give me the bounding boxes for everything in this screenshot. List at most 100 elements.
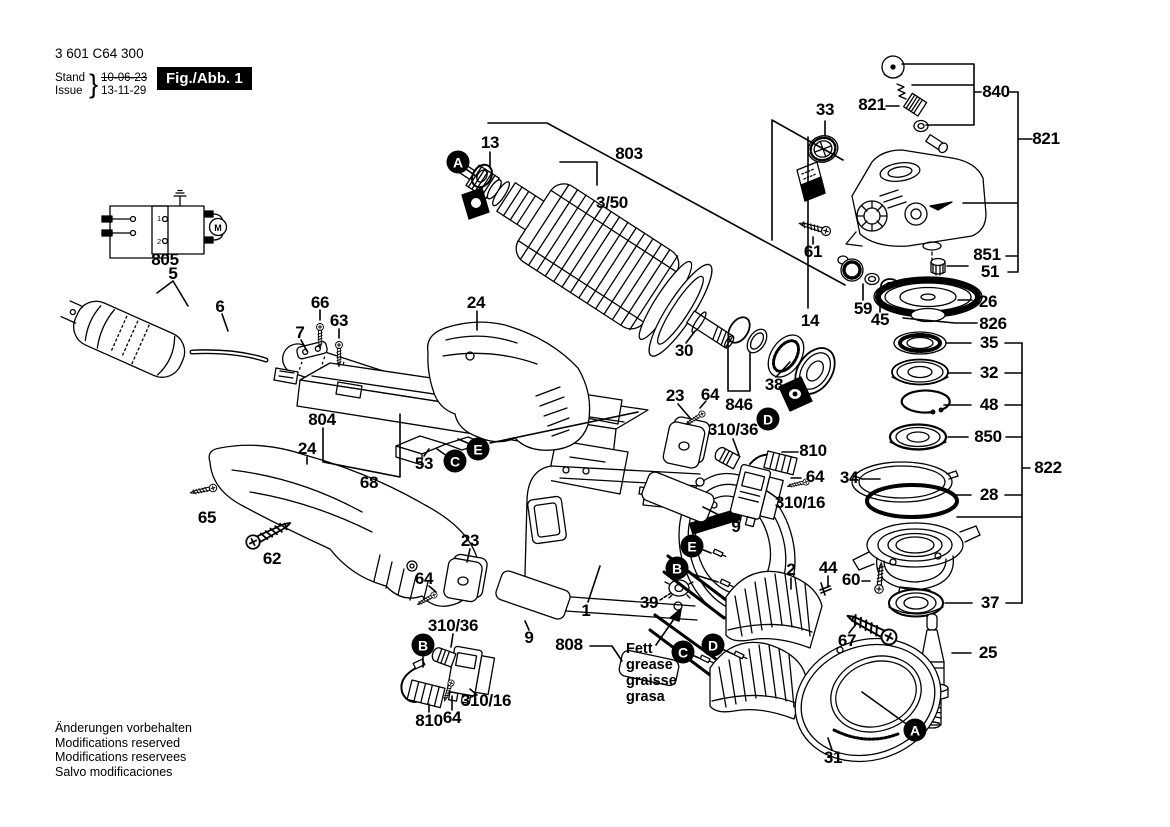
armature xyxy=(455,161,735,357)
part-label-1: 1 xyxy=(581,601,591,620)
title-block: 3 601 C64 300 Stand Issue } 10-06-23 13-… xyxy=(55,46,147,100)
part-label-35: 35 xyxy=(979,333,999,352)
part-label-37: 37 xyxy=(980,593,1000,612)
rights-line-fr: Modifications reservees xyxy=(55,750,187,764)
part-label-810: 810 xyxy=(799,441,827,460)
stand-label: Stand xyxy=(55,71,86,84)
part-label-64: 64 xyxy=(414,569,434,588)
callout-letter-A: A xyxy=(446,150,470,174)
part-label-53: 53 xyxy=(414,454,434,473)
callout-letter-B: B xyxy=(411,633,435,657)
part-label-45: 45 xyxy=(870,310,890,329)
stand-date: 10-06-23 xyxy=(101,71,148,84)
part-label-840: 840 xyxy=(982,82,1010,101)
part-label-804: 804 xyxy=(308,410,336,429)
grease-note-line: grease xyxy=(626,657,673,673)
part-label-64: 64 xyxy=(700,385,720,404)
part-label-62: 62 xyxy=(262,549,282,568)
part-label-68: 68 xyxy=(359,473,379,492)
callout-letter-D: D xyxy=(701,633,725,657)
callout-letter-C: C xyxy=(671,640,695,664)
part-label-9: 9 xyxy=(731,517,741,536)
part-label-67: 67 xyxy=(837,631,857,650)
grease-note-line: Fett xyxy=(626,641,653,657)
callout-letter-C: C xyxy=(443,449,467,473)
part-label-310-36: 310/36 xyxy=(427,616,479,635)
issue-label: Issue xyxy=(55,84,83,97)
plug-310-36-right xyxy=(714,446,741,470)
brush-810-right xyxy=(749,450,798,476)
part-label-33: 33 xyxy=(815,100,835,119)
terminal-2: 2 xyxy=(157,237,161,246)
part-label-31: 31 xyxy=(823,748,843,767)
part-label-851: 851 xyxy=(973,245,1001,264)
motor-symbol: M xyxy=(214,223,222,233)
part-label-3-50: 3/50 xyxy=(596,193,628,212)
terminal-1: 1 xyxy=(157,214,161,223)
part-label-23: 23 xyxy=(460,531,480,550)
part-label-310-16: 310/16 xyxy=(460,691,512,710)
callout-letter-E: E xyxy=(466,437,490,461)
part-label-803: 803 xyxy=(615,144,643,163)
wiring-schematic: M 1 2 xyxy=(101,189,228,259)
grease-note-line: graisse xyxy=(626,673,677,689)
part-label-63: 63 xyxy=(329,311,349,330)
part-label-64: 64 xyxy=(442,708,462,727)
plug-310-36-left xyxy=(431,647,457,668)
part-label-66: 66 xyxy=(310,293,330,312)
part-label-44: 44 xyxy=(818,558,838,577)
part-label-310-36: 310/36 xyxy=(707,420,759,439)
part-label-7: 7 xyxy=(295,323,305,342)
part-label-39: 39 xyxy=(639,593,659,612)
part-label-38: 38 xyxy=(764,375,784,394)
callout-letter-D: D xyxy=(756,407,780,431)
part-label-13: 13 xyxy=(480,133,500,152)
rights-line-de: Änderungen vorbehalten xyxy=(55,721,192,735)
part-label-846: 846 xyxy=(725,395,753,414)
part-label-48: 48 xyxy=(979,395,999,414)
part-label-64: 64 xyxy=(805,467,825,486)
part-label-14: 14 xyxy=(800,311,820,330)
part-label-821: 821 xyxy=(858,95,886,114)
shaft-washers xyxy=(727,316,836,412)
part-label-61: 61 xyxy=(803,242,823,261)
grease-note-line: grasa xyxy=(626,689,665,705)
callout-letter-A: A xyxy=(903,718,927,742)
part-label-32: 32 xyxy=(979,363,999,382)
handle-top xyxy=(426,321,591,451)
part-label-28: 28 xyxy=(979,485,999,504)
part-label-59: 59 xyxy=(853,299,873,318)
cover-plates xyxy=(495,471,715,687)
part-label-65: 65 xyxy=(197,508,217,527)
issue-date: 13-11-29 xyxy=(101,84,147,97)
part-label-850: 850 xyxy=(974,427,1002,446)
switch-310-16-right xyxy=(729,463,784,528)
part-label-9: 9 xyxy=(524,628,534,647)
gear-stack xyxy=(851,276,983,729)
brace-glyph: } xyxy=(89,69,99,99)
part-label-26: 26 xyxy=(978,292,998,311)
part-label-821: 821 xyxy=(1032,129,1060,148)
rights-line-es: Salvo modificaciones xyxy=(55,764,173,779)
rights-notice: Änderungen vorbehalten Modifications res… xyxy=(55,721,192,779)
cover-23-left xyxy=(443,553,488,603)
part-label-25: 25 xyxy=(978,643,998,662)
part-label-24: 24 xyxy=(466,293,486,312)
callout-letter-B: B xyxy=(665,556,689,580)
brush-810-left xyxy=(400,658,446,709)
part-label-23: 23 xyxy=(665,386,685,405)
part-label-24: 24 xyxy=(297,439,317,458)
power-cord xyxy=(60,300,269,378)
switch-310-16-left xyxy=(446,645,496,704)
rights-line-en: Modifications reserved xyxy=(55,735,181,750)
part-label-51: 51 xyxy=(980,262,1000,281)
part-label-2: 2 xyxy=(786,560,796,579)
part-label-5: 5 xyxy=(168,264,178,283)
grease-note: Fett grease graisse grasa xyxy=(626,641,677,705)
leader-lines xyxy=(156,63,1033,751)
part-label-34: 34 xyxy=(839,468,859,487)
figure-label: Fig./Abb. 1 xyxy=(157,67,252,90)
